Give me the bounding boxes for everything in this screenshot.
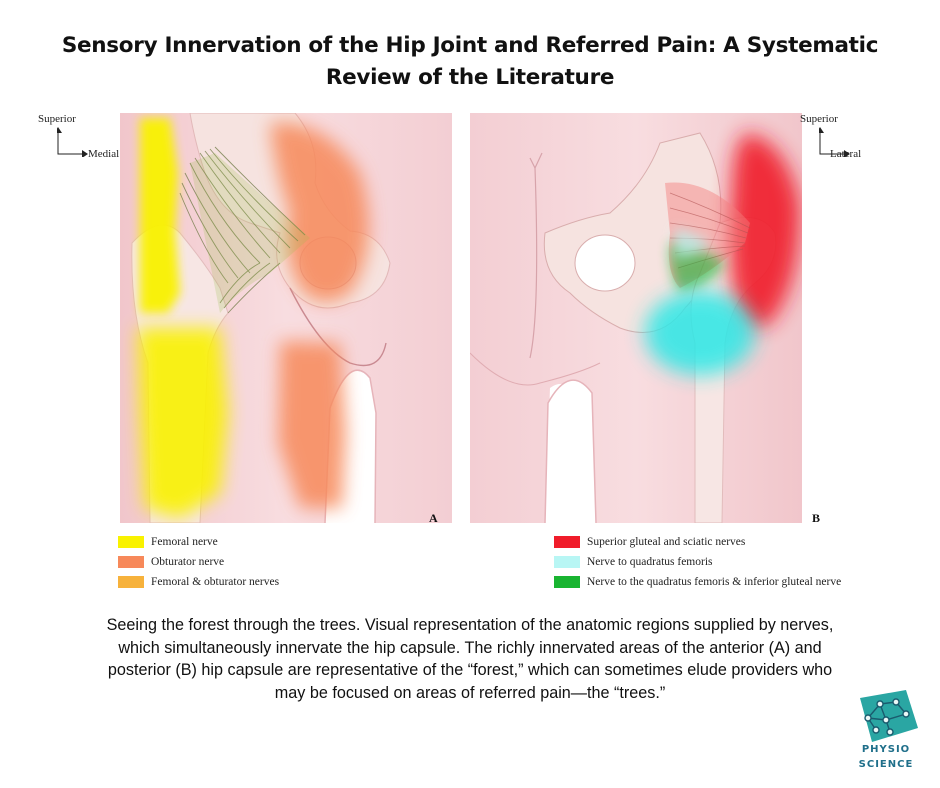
legend-label: Nerve to quadratus femoris xyxy=(587,556,713,568)
logo-text-science: SCIENCE xyxy=(858,759,914,770)
legend-swatch xyxy=(118,556,144,568)
caption-line-1: Seeing the forest through the trees. Vis… xyxy=(106,616,834,634)
orientation-medial-label: Medial xyxy=(88,148,120,160)
orientation-superior-label: Superior xyxy=(38,113,76,125)
page-title: Sensory Innervation of the Hip Joint and… xyxy=(20,30,920,94)
orientation-arrows-icon-b xyxy=(819,127,851,157)
physio-science-logo: PHYSIO SCIENCE xyxy=(846,688,926,774)
muscle-fibers-posterior xyxy=(670,193,750,268)
panel-b-letter: B xyxy=(812,511,821,525)
panel-b-posterior-illustration: Superior Lateral B xyxy=(470,113,861,525)
brain-network-icon xyxy=(860,690,918,742)
legend-a: Femoral nerve Obturator nerve Femoral & … xyxy=(118,535,418,595)
logo-text-physio: PHYSIO xyxy=(861,744,911,755)
title-line-2: Review of the Literature xyxy=(325,65,615,90)
legend-b: Superior gluteal and sciatic nerves Nerv… xyxy=(554,535,894,595)
orientation-arrows-icon xyxy=(57,127,89,157)
caption-line-3: posterior (B) hip capsule are representa… xyxy=(107,661,833,679)
posterior-hip-illustration xyxy=(470,113,802,523)
legend-label: Obturator nerve xyxy=(151,556,225,568)
title-line-1: Sensory Innervation of the Hip Joint and… xyxy=(61,33,879,58)
panel-a-letter: A xyxy=(429,511,438,525)
muscle-fibers xyxy=(180,147,305,313)
legend-label: Femoral & obturator nerves xyxy=(151,576,280,588)
legend-label: Nerve to the quadratus femoris & inferio… xyxy=(587,576,842,588)
legend-swatch xyxy=(554,576,580,588)
legend-label: Superior gluteal and sciatic nerves xyxy=(587,536,746,548)
orientation-superior-label-b: Superior xyxy=(800,113,838,125)
legend-swatch xyxy=(554,536,580,548)
legend-swatch xyxy=(554,556,580,568)
caption-line-2: which simultaneously innervate the hip c… xyxy=(118,638,822,657)
figure-caption: Seeing the forest through the trees. Vis… xyxy=(40,614,900,704)
panel-a-anterior-illustration: Superior Medial A xyxy=(38,113,452,525)
legend-swatch xyxy=(118,536,144,548)
caption-line-4: may be focused on areas of referred pain… xyxy=(274,683,666,702)
anterior-hip-illustration xyxy=(120,113,452,523)
legend-label: Femoral nerve xyxy=(151,536,218,548)
orientation-lateral-label: Lateral xyxy=(830,148,862,160)
legend-swatch xyxy=(118,576,144,588)
